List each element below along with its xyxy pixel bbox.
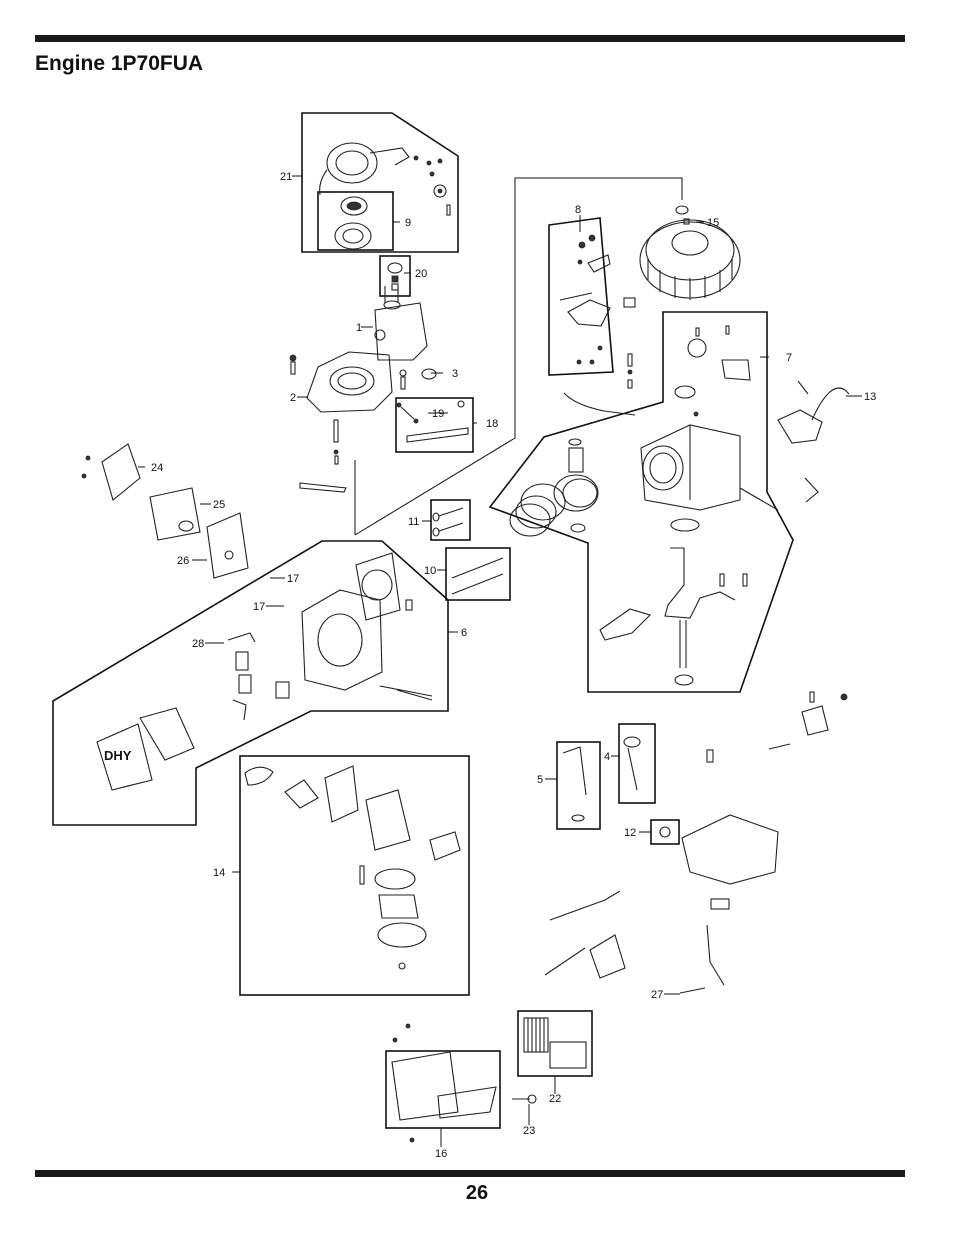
callout-21: 21 — [280, 171, 292, 183]
callout-3: 3 — [452, 368, 458, 380]
callout-28: 28 — [192, 638, 204, 650]
wing-nut-23 — [512, 1094, 537, 1104]
callout-26: 26 — [177, 555, 189, 567]
top-rule — [35, 35, 905, 42]
callout-27: 27 — [651, 989, 663, 1001]
rocker-cover-gasket — [96, 707, 195, 791]
air-cleaner-group — [385, 1050, 501, 1129]
callout-14: 14 — [213, 867, 225, 879]
ignition-bracket-group — [548, 217, 614, 376]
dipstick-4 — [623, 736, 641, 791]
fastener-set-3 — [399, 368, 437, 390]
heat-shield-24 — [81, 443, 141, 501]
pushrod-18 — [396, 400, 469, 443]
callout-17b: 17 — [253, 601, 265, 613]
callout-11: 11 — [408, 516, 419, 528]
callout-6: 6 — [461, 627, 467, 639]
valve-springs-28 — [227, 632, 290, 721]
ignition-bracket-parts-8 — [559, 234, 636, 365]
crankcase-cover — [681, 814, 779, 986]
callout-25: 25 — [213, 499, 225, 511]
callout-20: 20 — [415, 268, 427, 280]
fan-shroud-1 — [374, 286, 428, 361]
part-11-box — [430, 499, 471, 541]
bottom-rule — [35, 1170, 905, 1177]
callout-1: 1 — [356, 322, 362, 334]
oil-fill-5 — [562, 746, 587, 822]
crankcase-group — [488, 311, 794, 693]
carburetor-14 — [244, 765, 461, 970]
flywheel-link-line — [354, 177, 683, 536]
recoil-starter-group — [301, 112, 459, 253]
callout-15: 15 — [707, 217, 719, 229]
governor-parts — [706, 691, 848, 763]
page-number: 26 — [465, 1182, 489, 1204]
air-filter-element-box — [517, 1010, 593, 1077]
leader-lines — [138, 175, 862, 1147]
starter-pawl-parts — [413, 155, 451, 216]
flywheel-15 — [639, 205, 741, 300]
piston-assembly — [509, 438, 599, 537]
part-4-box — [618, 723, 656, 804]
blower-housing-2 — [289, 351, 393, 413]
callout-22: 22 — [549, 1093, 561, 1105]
linkage-27 — [544, 890, 706, 994]
callout-8: 8 — [575, 204, 581, 216]
crankshaft-connecting-rod — [599, 547, 748, 686]
callout-5: 5 — [537, 774, 543, 786]
air-filter-22 — [523, 1017, 587, 1069]
cylinder-head-6 — [301, 552, 433, 701]
part-10-box — [445, 547, 511, 601]
small-bolts-upper — [627, 353, 633, 389]
callout-17a: 17 — [287, 573, 299, 585]
part-18-box — [395, 397, 474, 453]
callout-12: 12 — [624, 827, 636, 839]
crankcase-7 — [640, 325, 779, 532]
callout-13: 13 — [864, 391, 876, 403]
air-cleaner-16 — [391, 1023, 497, 1143]
callout-4: 4 — [604, 751, 610, 763]
part-12-box — [650, 819, 680, 845]
cylinder-head-group — [52, 540, 449, 826]
callout-9: 9 — [405, 217, 411, 229]
page-title: Engine 1P70FUA — [35, 52, 204, 75]
starter-cup-20 — [387, 262, 403, 291]
callout-24: 24 — [151, 462, 163, 474]
part-5-box — [556, 741, 601, 830]
callout-18: 18 — [486, 418, 498, 430]
pushrods-10 — [451, 557, 504, 595]
callout-16: 16 — [435, 1148, 447, 1160]
drain-plug-12 — [659, 826, 671, 838]
ignition-coil-13 — [777, 380, 850, 503]
rocker-cover-logo: DHY — [104, 748, 132, 763]
callout-19: 19 — [432, 408, 444, 420]
muffler-gasket-26 — [206, 512, 249, 579]
callout-7: 7 — [786, 352, 792, 364]
misc-bolts — [299, 419, 347, 493]
callout-23: 23 — [523, 1125, 535, 1137]
muffler-25 — [149, 487, 201, 541]
valves-11 — [432, 507, 464, 537]
starter-pulley — [334, 196, 372, 250]
recoil-starter-housing — [319, 142, 410, 196]
throttle-link-rod — [563, 392, 636, 416]
starter-pulley-subgroup — [317, 191, 394, 251]
part-20-box — [379, 255, 411, 297]
callout-2: 2 — [290, 392, 296, 404]
carburetor-group — [239, 755, 470, 996]
callout-10: 10 — [424, 565, 436, 577]
